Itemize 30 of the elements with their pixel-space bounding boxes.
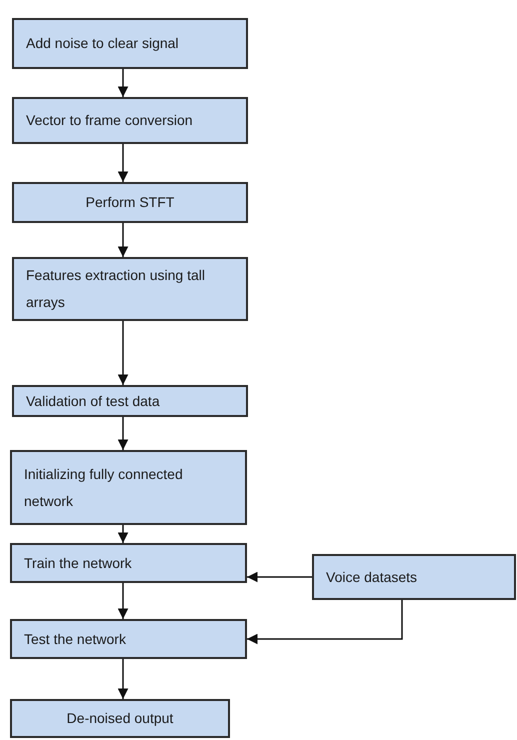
step-label: Train the network bbox=[24, 554, 132, 572]
process-box bbox=[12, 385, 248, 417]
process-box bbox=[10, 543, 247, 583]
step-label: De-noised output bbox=[66, 709, 174, 728]
process-box bbox=[12, 257, 248, 321]
step-label: Validation of test data bbox=[26, 392, 160, 410]
arrow bbox=[118, 659, 128, 699]
step-label: Vector to frame conversion bbox=[26, 111, 193, 130]
arrow bbox=[118, 417, 128, 450]
step-label: Voice datasets bbox=[326, 568, 418, 586]
process-box bbox=[12, 97, 248, 144]
arrow bbox=[118, 583, 128, 619]
process-box bbox=[10, 699, 230, 738]
arrow bbox=[118, 69, 128, 97]
process-box bbox=[312, 554, 516, 600]
step-label: Features extraction using tall arrays bbox=[26, 266, 206, 312]
process-box bbox=[10, 619, 247, 659]
process-box bbox=[12, 18, 248, 69]
step-label: Add noise to clear signal bbox=[26, 34, 179, 53]
arrow bbox=[118, 144, 128, 182]
process-box bbox=[10, 450, 247, 525]
step-label: Test the network bbox=[24, 630, 126, 648]
step-label: Initializing fully connected network bbox=[24, 464, 184, 510]
arrow bbox=[118, 525, 128, 543]
arrow bbox=[118, 223, 128, 257]
arrow bbox=[247, 572, 312, 582]
arrow bbox=[118, 321, 128, 385]
step-label: Perform STFT bbox=[86, 193, 174, 212]
arrow bbox=[247, 600, 403, 644]
process-box bbox=[12, 182, 248, 223]
